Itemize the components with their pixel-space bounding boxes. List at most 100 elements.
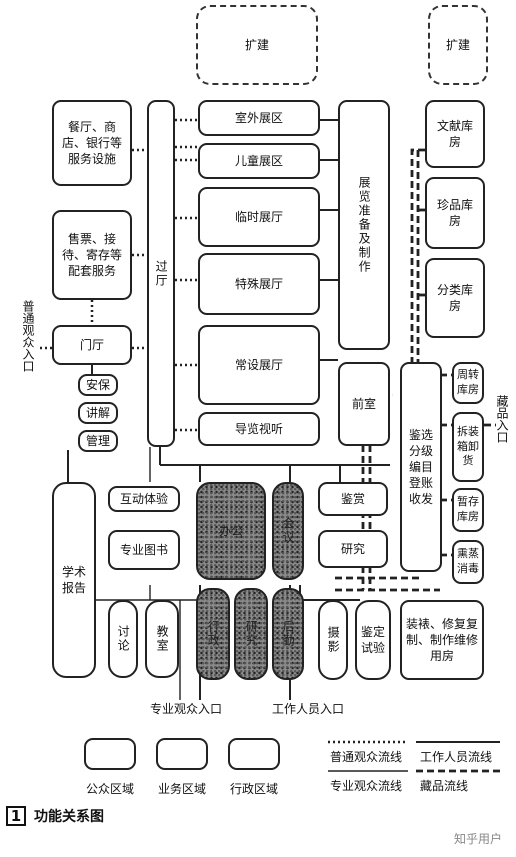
figure-number: 1	[6, 806, 26, 826]
guide-talk-box: 讲解	[78, 402, 118, 424]
admin-office-box: 办公	[196, 482, 266, 580]
prep-label: 展览准备及制作	[357, 176, 372, 274]
legend-public-swatch	[84, 738, 136, 770]
legend-public-label: 公众区域	[86, 782, 135, 796]
temp-storage-box: 暂存库房	[452, 488, 484, 532]
admin-general-label: 行政	[206, 620, 221, 648]
restoration-box: 装裱、修复复制、制作维修用房	[400, 600, 484, 680]
research-box: 研究	[318, 530, 388, 568]
lobby-box: 过厅	[147, 100, 175, 447]
special-exhibit-box: 特殊展厅	[198, 253, 320, 315]
interactive-label: 互动体验	[119, 491, 168, 506]
admin-meeting-box: 会议	[272, 482, 304, 580]
admin-logistics-label: 后勤	[281, 620, 296, 648]
photography-box: 摄影	[318, 600, 348, 680]
research-label: 研究	[340, 541, 365, 556]
admin-office-label: 办公	[218, 523, 243, 538]
photography-label: 摄影	[326, 626, 341, 654]
legend-admin-label: 行政区域	[230, 782, 279, 796]
management-label: 管理	[85, 433, 110, 448]
av-guide-label: 导览视听	[234, 421, 283, 436]
lobby-label: 过厅	[154, 259, 169, 288]
expansion-left-box: 扩建	[196, 5, 318, 85]
appraisal-box: 鉴定试验	[355, 600, 391, 680]
children-exhibit-box: 儿童展区	[198, 143, 320, 179]
permanent-exhibit-box: 常设展厅	[198, 325, 320, 405]
figure-caption: 功能关系图	[34, 809, 104, 825]
gatehall-label: 门厅	[79, 337, 104, 352]
discussion-label: 讨论	[116, 625, 131, 653]
services-label: 餐厅、商店、银行等服务设施	[61, 119, 122, 167]
turnover-label: 周转库房	[457, 368, 479, 396]
professional-entry-label: 专业观众入口	[150, 702, 223, 716]
legend-business-swatch	[156, 738, 208, 770]
discussion-box: 讨论	[108, 600, 138, 678]
professional-flow-lines	[95, 447, 200, 700]
temporary-exhibit-box: 临时展厅	[198, 187, 320, 247]
documents-storage-box: 文献库房	[425, 100, 485, 168]
prep-box: 展览准备及制作	[338, 100, 390, 350]
collections-entry-label: 藏品入口	[495, 395, 509, 443]
unpacking-box: 拆装箱卸货	[452, 412, 484, 482]
legend-admin-swatch	[228, 738, 280, 770]
expansion-right-label: 扩建	[445, 37, 470, 52]
guide-talk-label: 讲解	[85, 405, 110, 420]
restoration-label: 装裱、修复复制、制作维修用房	[406, 616, 479, 664]
processing-box: 鉴选分级编目登账收发	[400, 362, 442, 572]
classroom-box: 教室	[145, 600, 179, 678]
gatehall-box: 门厅	[52, 325, 132, 365]
unpacking-label: 拆装箱卸货	[457, 424, 479, 468]
library-box: 专业图书	[108, 530, 180, 570]
management-box: 管理	[78, 430, 118, 452]
av-guide-box: 导览视听	[198, 412, 320, 446]
ticketing-label: 售票、接待、寄存等配套服务	[61, 231, 122, 279]
legend-flow-collections-label: 藏品流线	[420, 779, 469, 793]
collection-flow-lines	[335, 148, 496, 592]
admin-meeting-label: 会议	[281, 517, 296, 545]
special-exhibit-label: 特殊展厅	[234, 276, 283, 291]
legend-flow-staff-label: 工作人员流线	[420, 750, 493, 764]
lecture-label: 学术报告	[61, 564, 86, 595]
fumigation-box: 熏蒸消毒	[452, 540, 484, 584]
admin-general-box: 行政	[196, 588, 230, 680]
watermark: 知乎用户	[453, 832, 502, 846]
fumigation-label: 熏蒸消毒	[457, 547, 479, 575]
temp-storage-label: 暂存库房	[457, 495, 479, 523]
anteroom-box: 前室	[338, 362, 390, 446]
turnover-box: 周转库房	[452, 362, 484, 404]
classified-storage-label: 分类库房	[436, 282, 473, 313]
security-label: 安保	[85, 377, 110, 392]
treasures-storage-box: 珍品库房	[425, 177, 485, 249]
outdoor-exhibit-box: 室外展区	[198, 100, 320, 136]
children-exhibit-label: 儿童展区	[234, 153, 283, 168]
lecture-box: 学术报告	[52, 482, 96, 678]
appreciation-box: 鉴赏	[318, 482, 388, 516]
public-flow-lines	[40, 118, 198, 432]
admin-research-label: 研究	[244, 620, 259, 648]
outdoor-exhibit-label: 室外展区	[234, 110, 283, 125]
documents-storage-label: 文献库房	[436, 118, 473, 149]
temporary-exhibit-label: 临时展厅	[234, 209, 283, 224]
appraisal-label: 鉴定试验	[360, 624, 385, 655]
admin-research-box: 研究	[234, 588, 268, 680]
processing-label: 鉴选分级编目登账收发	[408, 427, 433, 507]
interactive-box: 互动体验	[108, 486, 180, 512]
services-box: 餐厅、商店、银行等服务设施	[52, 100, 132, 186]
staff-entry-label: 工作人员入口	[272, 702, 345, 716]
treasures-storage-label: 珍品库房	[436, 197, 473, 228]
expansion-left-label: 扩建	[244, 37, 269, 52]
public-entry-label: 普通观众入口	[21, 300, 35, 372]
expansion-right-box: 扩建	[428, 5, 488, 85]
classified-storage-box: 分类库房	[425, 258, 485, 338]
library-label: 专业图书	[119, 542, 168, 557]
legend-business-label: 业务区域	[158, 782, 207, 796]
legend-flow-professional-label: 专业观众流线	[330, 779, 403, 793]
anteroom-label: 前室	[351, 396, 376, 411]
security-box: 安保	[78, 374, 118, 396]
appreciation-label: 鉴赏	[340, 491, 365, 506]
classroom-label: 教室	[155, 625, 170, 653]
permanent-exhibit-label: 常设展厅	[234, 357, 283, 372]
ticketing-box: 售票、接待、寄存等配套服务	[52, 210, 132, 300]
legend-flow-public-label: 普通观众流线	[330, 750, 403, 764]
admin-logistics-box: 后勤	[272, 588, 304, 680]
